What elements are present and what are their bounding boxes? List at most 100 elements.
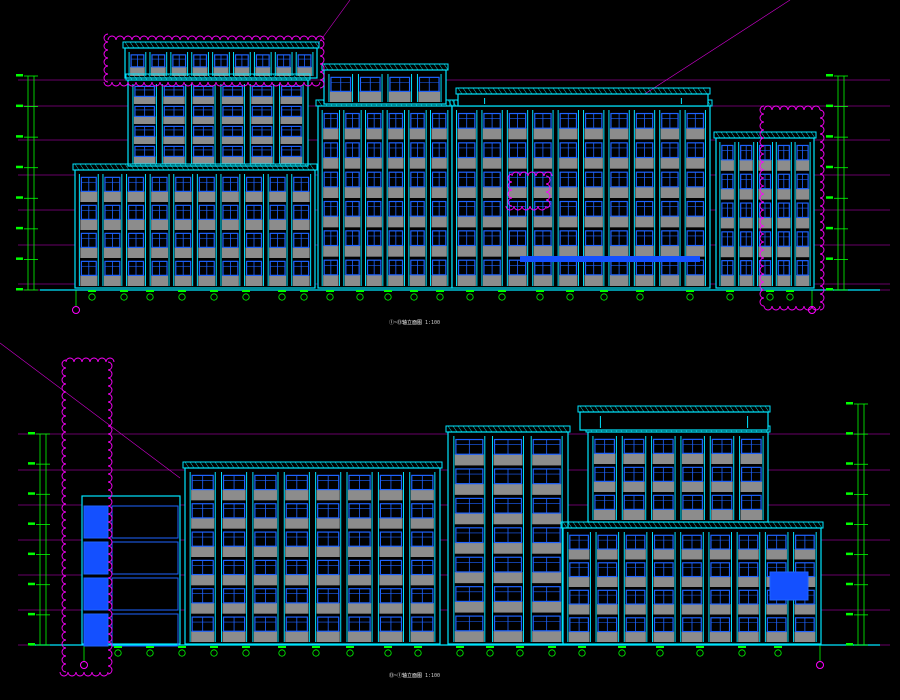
grid-label [636,290,644,292]
wall-spandrel [533,245,553,257]
roof-hatch [209,461,215,469]
wall-spandrel [454,630,484,642]
roof-hatch [289,163,295,171]
wall-spandrel [280,136,303,144]
parapet [182,461,443,469]
dimension-text [16,135,23,138]
roof-hatch [557,87,563,95]
roof-hatch [197,73,203,81]
wall-spandrel [559,186,578,198]
wall-spandrel [454,571,484,584]
wall-spandrel [222,517,246,529]
wall-spandrel [103,219,121,230]
roof-hatch [552,425,558,433]
wall-spandrel [738,604,759,615]
roof-hatch [399,461,405,469]
roof-hatch [249,41,255,49]
grid-label [498,290,506,292]
dimension-text [846,522,853,525]
roof-hatch [234,461,240,469]
roof-hatch [403,63,409,71]
roof-hatch [682,87,688,95]
wall-spandrel [623,509,645,520]
roof-hatch [527,87,533,95]
roof-hatch [492,425,498,433]
wall-spandrel [80,247,98,258]
grid-bubble [726,293,734,301]
roof-hatch [247,73,253,81]
roof-hatch [602,521,608,529]
wall-spandrel [366,274,382,286]
wall-spandrel [323,216,339,228]
grid-label [466,290,474,292]
roof-hatch [729,405,735,413]
wall-spandrel [559,157,578,169]
roof-hatch [607,87,613,95]
roof-hatch [413,63,419,71]
roof-hatch [224,41,230,49]
wall-spandrel [584,274,603,286]
roof-hatch [745,131,751,139]
roof-hatch [267,73,273,81]
roof-hatch [482,425,488,433]
wall-spandrel [329,91,352,102]
wall-spandrel [660,128,680,140]
roof-hatch [614,405,620,413]
wall-spandrel [660,186,680,198]
wall-spandrel [508,157,527,169]
revision-cloud [759,105,825,311]
roof-hatch [452,425,458,433]
wall-spandrel [635,245,654,257]
roof-hatch [785,131,791,139]
wall-spandrel [344,128,361,140]
wall-spandrel [253,631,277,642]
grid-bubble [600,293,608,301]
roof-hatch [354,461,360,469]
wall-spandrel [532,601,562,613]
roof-hatch [672,521,678,529]
wall-spandrel [777,159,791,171]
leader-line [317,0,351,45]
dimension-chains [16,74,868,657]
revision-clouds [59,33,825,677]
grid-label [656,646,664,648]
wall-spandrel [418,91,441,102]
grid-label [88,290,96,292]
wall-spandrel [635,216,654,228]
roof-hatch [714,405,720,413]
roof-hatch [780,131,786,139]
wall-spandrel [720,246,734,258]
wall-spandrel [625,631,646,642]
wall-spandrel [348,546,372,557]
roof-hatch [800,131,806,139]
grid-bubble [278,649,286,657]
roof-hatch [487,87,493,95]
wall-spandrel [192,116,215,124]
roof-hatch [522,425,528,433]
grid-bubble [114,649,122,657]
wall-spandrel [133,96,156,104]
roof-hatch [368,63,374,71]
wall-spandrel [739,188,753,200]
roof-hatch [770,131,776,139]
grid-bubble [578,649,586,657]
roof-hatch [137,73,143,81]
grid-label [178,290,186,292]
roof-hatch [477,87,483,95]
roof-hatch [359,461,365,469]
wall-spandrel [344,274,361,286]
roof-hatch [229,163,235,171]
grid-label [686,290,694,292]
wall-spandrel [738,576,759,587]
wall-spandrel [348,574,372,586]
roof-hatch [334,461,340,469]
wall-spandrel [410,631,434,642]
wall-spandrel [222,574,246,586]
roof-hatch [654,405,660,413]
roof-hatch [284,41,290,49]
roof-hatch [202,73,208,81]
wall-spandrel [323,128,339,140]
wall-spandrel [431,186,447,198]
roof-hatch [577,87,583,95]
roof-hatch [189,41,195,49]
